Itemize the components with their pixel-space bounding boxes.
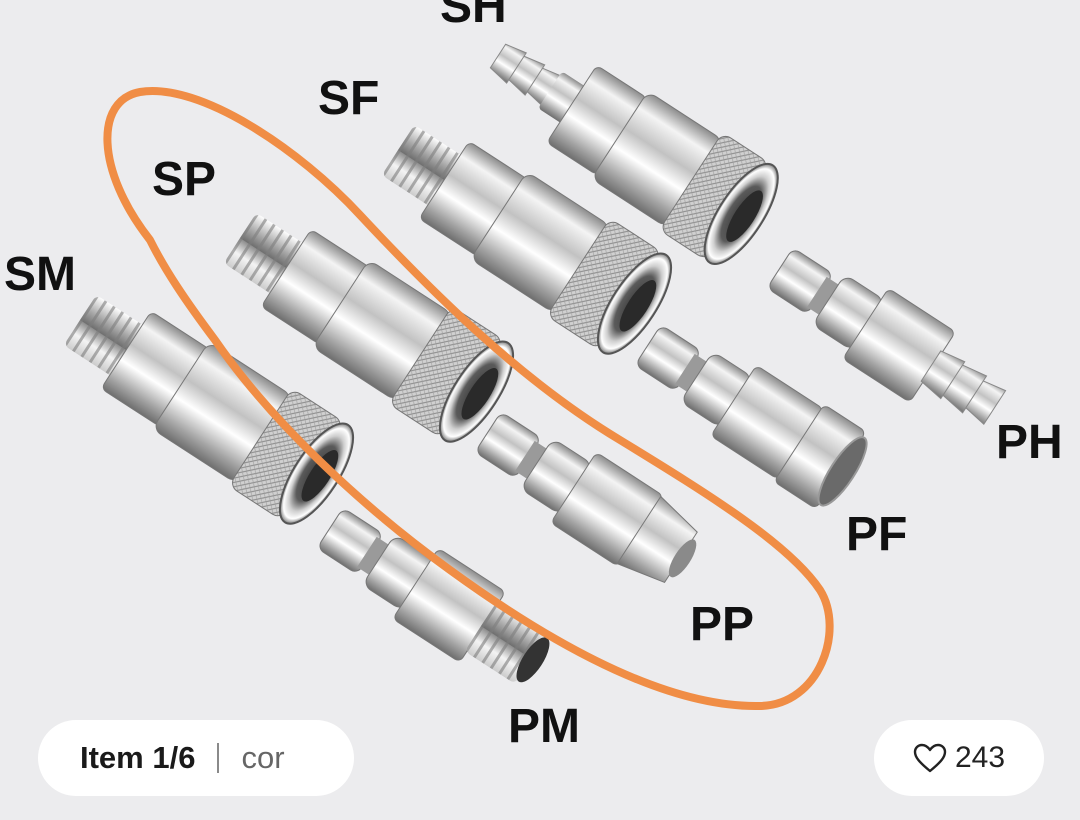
ph-plug [756, 232, 1007, 425]
label-sm: SM [4, 248, 76, 301]
like-button[interactable]: 243 [874, 720, 1044, 796]
highlight-outline [103, 87, 834, 711]
like-count: 243 [954, 741, 1006, 774]
label-pm: PM [508, 700, 580, 753]
divider [217, 743, 220, 773]
label-sp: SP [152, 153, 216, 206]
heart-outline-icon [913, 743, 947, 773]
pf-plug [624, 309, 868, 508]
pp-plug [464, 396, 698, 584]
item-counter: Item 1/6 [80, 740, 196, 775]
label-sh: SH [440, 0, 507, 33]
variant-label: cor [241, 740, 285, 775]
pm-plug [306, 492, 550, 683]
label-sf: SF [318, 72, 379, 125]
label-ph: PH [996, 416, 1063, 469]
gallery-item-indicator[interactable]: Item 1/6 cor [38, 720, 354, 796]
label-pp: PP [690, 598, 754, 651]
label-pf: PF [846, 508, 907, 561]
